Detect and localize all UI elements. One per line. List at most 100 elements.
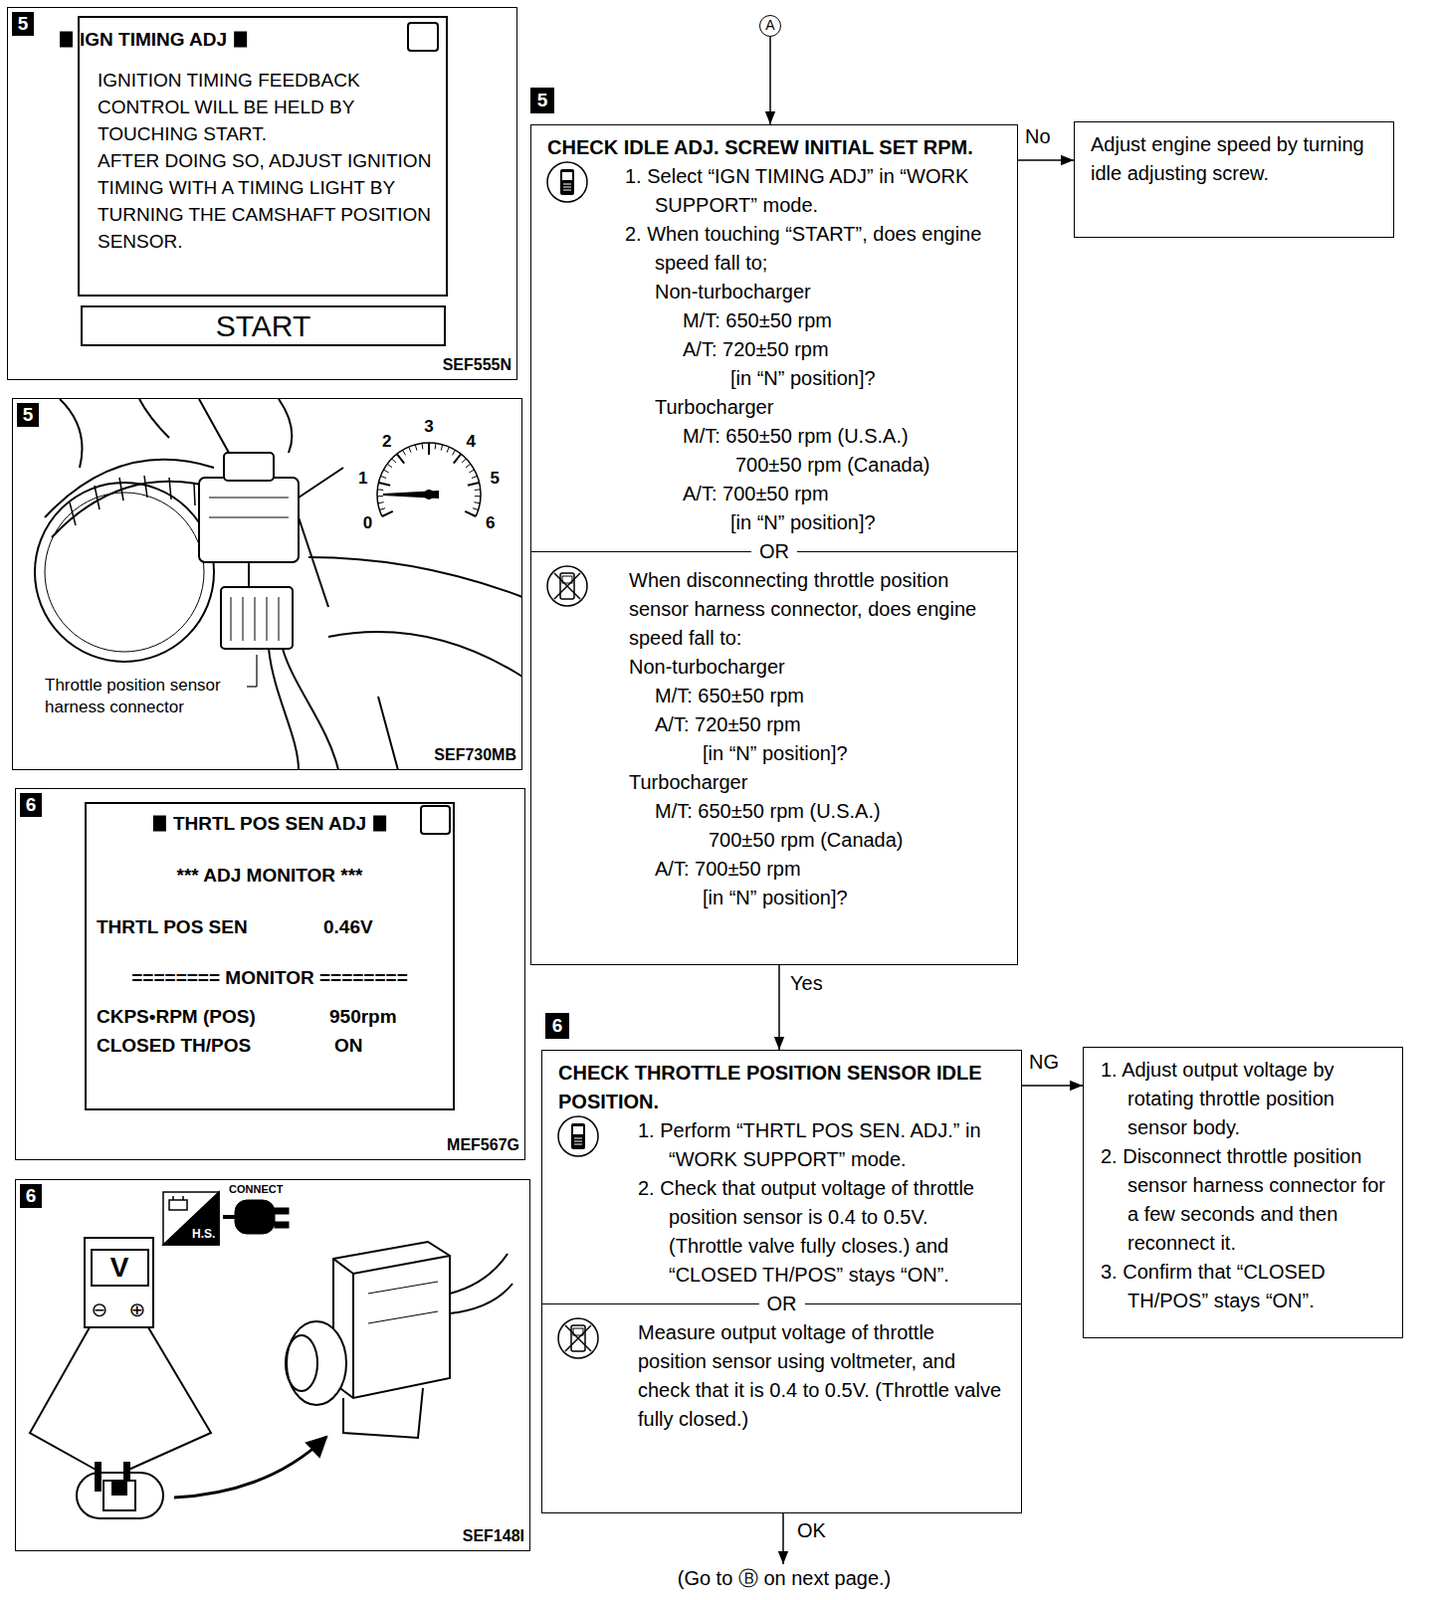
meter-symbol: V bbox=[110, 1249, 130, 1286]
box-text: M/T: 650±50 rpm bbox=[682, 306, 1004, 336]
tachometer bbox=[451, 449, 455, 455]
action-box: Adjust engine speed by turning idle adju… bbox=[1073, 121, 1395, 238]
or-divider: OR bbox=[531, 537, 1018, 567]
box-text: *** ADJ MONITOR *** bbox=[177, 861, 364, 889]
title-marker bbox=[59, 31, 73, 48]
box-text: THRTL POS SEN bbox=[96, 913, 248, 941]
consult-icon bbox=[545, 160, 590, 205]
flow-arrow bbox=[1022, 1084, 1083, 1087]
tachometer bbox=[383, 491, 438, 498]
box-text: 700±50 rpm (Canada) bbox=[735, 450, 1004, 480]
screen-display: THRTL POS SEN ADJ *** ADJ MONITOR *** THRT… bbox=[84, 802, 455, 1111]
consult-icon bbox=[556, 1114, 601, 1159]
tachometer bbox=[377, 442, 481, 517]
box-text: CKPS•RPM (POS) bbox=[96, 1003, 256, 1030]
hand-tool-icon bbox=[169, 1196, 188, 1211]
throttle-body bbox=[199, 477, 299, 563]
tachometer bbox=[378, 502, 385, 504]
no-consult-icon bbox=[565, 1325, 592, 1352]
tachometer bbox=[468, 469, 474, 473]
box-text: [in “N” position]? bbox=[730, 508, 1004, 538]
voltmeter bbox=[91, 1249, 149, 1286]
step-number: 5 bbox=[530, 87, 555, 114]
box-text: M/T: 650±50 rpm bbox=[654, 681, 1004, 711]
no-consult-icon bbox=[554, 573, 581, 600]
tachometer bbox=[446, 446, 449, 453]
no-consult-icon bbox=[558, 1318, 599, 1359]
voltmeter bbox=[84, 1237, 154, 1328]
dial-number: 4 bbox=[465, 430, 475, 453]
figure-panel: 6SEF148I bbox=[14, 1179, 531, 1552]
checkbox bbox=[420, 806, 450, 834]
tachometer bbox=[379, 508, 386, 511]
leader-line bbox=[246, 685, 257, 687]
no-consult-icon bbox=[545, 564, 590, 609]
tachometer bbox=[474, 495, 481, 497]
throttle-body bbox=[59, 399, 292, 468]
no-consult-icon bbox=[556, 1316, 601, 1361]
step-number: 6 bbox=[19, 793, 42, 818]
sensor-connector bbox=[368, 1281, 438, 1324]
box-text: Turbocharger bbox=[628, 768, 1004, 798]
check-box: CHECK IDLE ADJ. SCREW INITIAL SET RPM.1.… bbox=[530, 124, 1019, 966]
title-marker bbox=[373, 816, 387, 832]
step-number: 6 bbox=[545, 1013, 570, 1039]
consult-icon bbox=[547, 162, 588, 203]
icon-caption: H.S. bbox=[192, 1226, 215, 1242]
box-text: CLOSED TH/POS bbox=[96, 1031, 251, 1059]
tachometer bbox=[465, 463, 471, 468]
figure-code: SEF730MB bbox=[433, 745, 517, 766]
consult-icon bbox=[558, 1116, 599, 1157]
throttle-body bbox=[268, 648, 299, 770]
box-text: Non-turbocharger bbox=[654, 277, 1004, 307]
box-text: 950rpm bbox=[329, 1003, 398, 1030]
step-number: 5 bbox=[11, 11, 34, 36]
tachometer bbox=[424, 490, 433, 499]
dial-number: 1 bbox=[358, 467, 368, 490]
figure-panel: 5SEF555NIGN TIMING ADJIGNITION TIMING FE… bbox=[6, 6, 518, 381]
throttle-body bbox=[247, 562, 250, 588]
sensor-connector bbox=[286, 1321, 347, 1406]
tachometer bbox=[421, 442, 424, 449]
figure-code: SEF148I bbox=[462, 1526, 525, 1547]
connect-icon bbox=[234, 1200, 275, 1234]
branch-label: Yes bbox=[788, 971, 825, 996]
tachometer bbox=[440, 444, 443, 451]
tachometer bbox=[383, 469, 389, 473]
hand-tool-icon bbox=[163, 1192, 219, 1245]
throttle-body bbox=[34, 482, 214, 662]
connector-symbol: A bbox=[759, 14, 782, 37]
branch-label: NG bbox=[1026, 1049, 1061, 1074]
connect-icon bbox=[222, 1215, 235, 1220]
title-marker bbox=[233, 31, 247, 48]
tachometer bbox=[467, 482, 480, 486]
consult-icon bbox=[573, 1126, 584, 1135]
box-text: A/T: 720±50 rpm bbox=[654, 710, 1004, 740]
sensor-connector bbox=[333, 1255, 450, 1399]
consult-icon bbox=[574, 1138, 583, 1145]
screen-title: IGN TIMING ADJ bbox=[79, 25, 227, 53]
sensor-connector bbox=[333, 1241, 450, 1399]
connect-icon bbox=[274, 1208, 289, 1215]
connect-icon bbox=[222, 1200, 289, 1234]
box-text: [in “N” position]? bbox=[702, 883, 1004, 913]
box-text: 0.46V bbox=[323, 913, 374, 941]
checkbox bbox=[408, 22, 438, 51]
box-text: Adjust engine speed by turning idle adju… bbox=[1090, 130, 1382, 189]
tachometer bbox=[414, 444, 417, 451]
test-lead bbox=[126, 1327, 211, 1471]
tachometer bbox=[409, 446, 411, 453]
checkbox bbox=[408, 22, 450, 834]
throttle-body bbox=[69, 475, 196, 526]
connector-terminal bbox=[112, 1480, 127, 1495]
flow-arrow bbox=[1018, 159, 1074, 162]
screen-title: THRTL POS SEN ADJ bbox=[173, 810, 367, 837]
box-text: Non-turbocharger bbox=[628, 652, 1004, 682]
flow-arrow bbox=[782, 1513, 785, 1565]
leader-line bbox=[246, 685, 257, 687]
pointer-arrow bbox=[174, 1436, 327, 1498]
dial-number: 0 bbox=[363, 512, 373, 535]
branch-label: OK bbox=[795, 1518, 828, 1543]
box-text: A/T: 700±50 rpm bbox=[682, 479, 1004, 509]
